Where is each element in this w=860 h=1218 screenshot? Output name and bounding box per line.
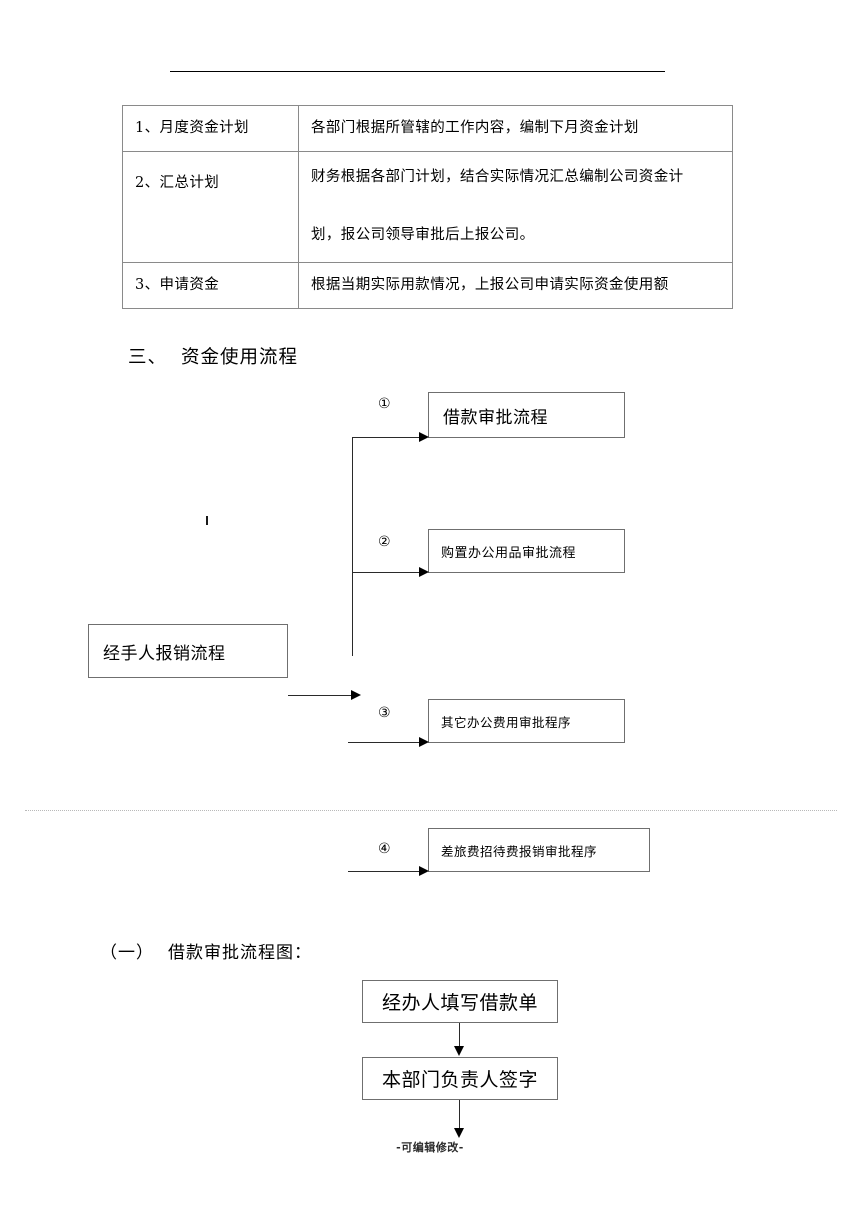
table-cell-description: 根据当期实际用款情况，上报公司申请实际资金使用额	[298, 262, 733, 309]
section-three-title: 资金使用流程	[181, 347, 299, 368]
section-three-number: 三、	[128, 347, 168, 368]
table-row: 3、申请资金 根据当期实际用款情况，上报公司申请实际资金使用额	[122, 262, 733, 309]
section-three-heading: 三、资金使用流程	[128, 343, 298, 369]
flow-trunk-line	[352, 437, 353, 656]
arrow-right-icon	[419, 567, 429, 577]
arrow-right-icon	[351, 690, 361, 700]
flow-box-travel-entertainment-approval: 差旅费招待费报销审批程序	[428, 828, 650, 872]
branch-marker-1: ①	[378, 396, 391, 412]
section-one-title: 借款审批流程图：	[168, 943, 312, 963]
flow-box-loan-approval: 借款审批流程	[428, 392, 625, 438]
stray-tick-mark	[206, 516, 208, 525]
flow-box-handler-reimbursement: 经手人报销流程	[88, 624, 288, 678]
flow-connector-branch-3	[348, 742, 420, 743]
branch-marker-4: ④	[378, 841, 391, 857]
flow-connector-step-2-next	[459, 1100, 460, 1130]
branch-marker-3: ③	[378, 705, 391, 721]
cell-text-line: 各部门根据所管辖的工作内容，编制下月资金计划	[311, 119, 639, 136]
table-cell-label: 3、申请资金	[122, 262, 299, 309]
arrow-right-icon	[419, 866, 429, 876]
flow-step-fill-loan-form: 经办人填写借款单	[362, 980, 558, 1023]
section-one-number: （一）	[100, 943, 154, 963]
flow-connector-branch-4	[348, 871, 420, 872]
cell-text-line: 划，报公司领导审批后上报公司。	[311, 227, 535, 243]
cell-text-line: 根据当期实际用款情况，上报公司申请实际资金使用额	[311, 276, 669, 293]
table-cell-label: 1、月度资金计划	[122, 105, 299, 152]
flow-connector-branch-1	[352, 437, 420, 438]
branch-marker-2: ②	[378, 534, 391, 550]
table-cell-label: 2、汇总计划	[122, 151, 299, 263]
section-one-heading: （一） 借款审批流程图：	[100, 938, 312, 963]
table-row: 1、月度资金计划 各部门根据所管辖的工作内容，编制下月资金计划	[122, 105, 733, 152]
arrow-right-icon	[419, 432, 429, 442]
cell-text-line: 财务根据各部门计划，结合实际情况汇总编制公司资金计	[311, 169, 684, 186]
arrow-right-icon	[419, 737, 429, 747]
table-cell-description: 各部门根据所管辖的工作内容，编制下月资金计划	[298, 105, 733, 152]
arrow-down-icon	[454, 1046, 464, 1056]
table-cell-description: 财务根据各部门计划，结合实际情况汇总编制公司资金计 划，报公司领导审批后上报公司…	[298, 151, 733, 263]
flow-connector-branch-2	[352, 572, 420, 573]
table-row: 2、汇总计划 财务根据各部门计划，结合实际情况汇总编制公司资金计 划，报公司领导…	[122, 151, 733, 263]
arrow-down-icon	[454, 1128, 464, 1138]
flow-box-other-office-expense-approval: 其它办公费用审批程序	[428, 699, 625, 743]
dotted-separator	[25, 810, 837, 811]
top-horizontal-rule	[170, 71, 665, 72]
flow-step-department-head-signature: 本部门负责人签字	[362, 1057, 558, 1100]
flow-connector-source-out	[288, 695, 352, 696]
funding-plan-table: 1、月度资金计划 各部门根据所管辖的工作内容，编制下月资金计划 2、汇总计划 财…	[122, 105, 733, 309]
flow-box-office-supplies-approval: 购置办公用品审批流程	[428, 529, 625, 573]
page-footer-note: -可编辑修改-	[396, 1141, 464, 1154]
flow-connector-step-1-2	[459, 1023, 460, 1048]
